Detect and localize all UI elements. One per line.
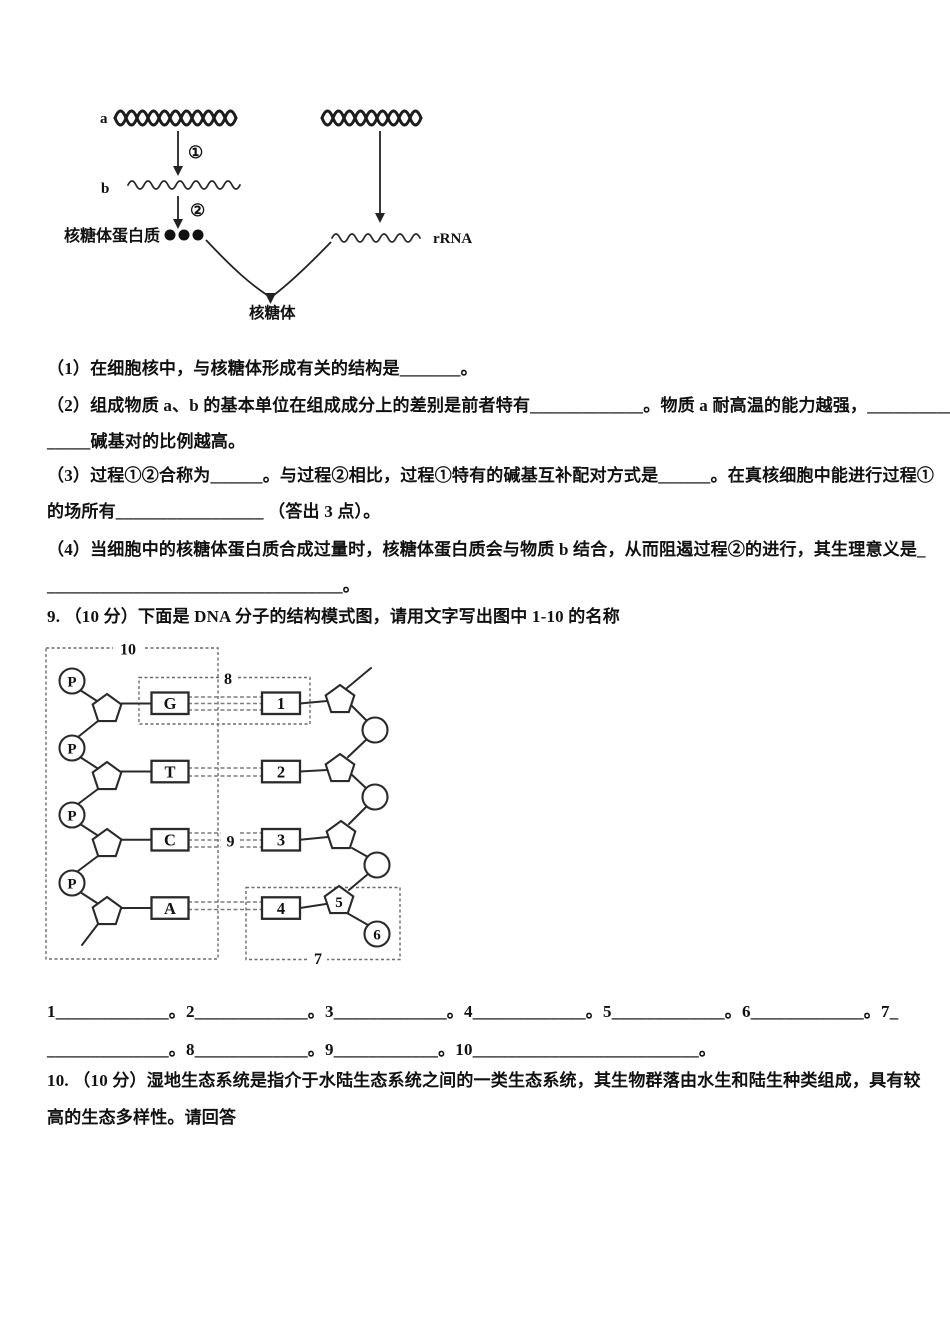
ribosome-synthesis-diagram: a b ① ② 核糖体蛋白质 rRNA (64, 109, 472, 322)
q8-sub4-line2: __________________________________。 (47, 576, 360, 595)
rrna-wave (331, 233, 421, 243)
dna-structure-diagram: P P P P 5 6 (45, 640, 401, 968)
region-labels: 10 8 9 7 (113, 640, 327, 968)
svg-text:T: T (164, 762, 175, 781)
rrna-transcription-arrow (375, 131, 385, 223)
svg-text:P: P (67, 809, 76, 825)
label-7: 7 (314, 951, 322, 968)
q8-sub3-line2: 的场所有_________________ （答出 3 点）。 (47, 502, 381, 521)
svg-text:1: 1 (277, 694, 285, 713)
process-1-arrow (173, 131, 183, 176)
svg-text:3: 3 (277, 831, 285, 850)
label-8: 8 (224, 671, 232, 688)
q9-answer-blanks-line1: 1_____________。2_____________。3_________… (47, 1002, 899, 1021)
q8-sub1: （1）在细胞核中，与核糖体形成有关的结构是_______。 (47, 359, 478, 378)
dna-helix-left (113, 109, 238, 127)
protein-dots-icon (164, 229, 204, 241)
q9-title: 9. （10 分）下面是 DNA 分子的结构模式图，请用文字写出图中 1-10 … (47, 607, 620, 626)
svg-text:P: P (67, 877, 76, 893)
right-base-boxes: 1 2 3 4 (260, 691, 302, 920)
svg-text:P: P (67, 742, 76, 758)
process-2-label: ② (190, 201, 205, 220)
dna-helix-right (320, 109, 423, 127)
svg-text:C: C (164, 831, 176, 850)
svg-text:2: 2 (277, 762, 285, 781)
left-phosphates: P P P P (58, 667, 86, 897)
q10-line2: 高的生态多样性。请回答 (47, 1108, 237, 1127)
right-phosphates: 6 (361, 716, 391, 948)
hydrogen-bonds (188, 696, 262, 911)
label-10: 10 (120, 642, 136, 659)
right-sugars: 5 (323, 683, 357, 915)
label-b: b (101, 181, 109, 197)
q8-sub2-line1: （2）组成物质 a、b 的基本单位在组成成分上的差别是前者特有_________… (47, 396, 950, 415)
rrna-label: rRNA (433, 231, 472, 247)
right-backbone-links (299, 667, 372, 926)
q8-sub3-line1: （3）过程①②合称为______。与过程②相比，过程①特有的碱基互补配对方式是_… (47, 466, 935, 485)
label-6: 6 (373, 928, 381, 944)
process-2-arrow (173, 196, 183, 229)
svg-text:P: P (67, 675, 76, 691)
left-sugars (91, 692, 123, 926)
label-5: 5 (335, 895, 343, 911)
left-backbone-links (77, 689, 152, 946)
left-base-boxes: G T C A (150, 691, 190, 920)
svg-text:G: G (164, 694, 177, 713)
q9-answer-blanks-line2: ______________。8_____________。9_________… (47, 1040, 717, 1059)
svg-text:4: 4 (277, 899, 285, 918)
region-10-box (45, 647, 219, 960)
svg-text:A: A (164, 899, 176, 918)
process-1-label: ① (188, 143, 203, 162)
ribosome-label: 核糖体 (249, 303, 296, 322)
q8-sub4-line1: （4）当细胞中的核糖体蛋白质合成过量时，核糖体蛋白质会与物质 b 结合，从而阻遏… (47, 540, 926, 559)
q8-sub2-line2: _____碱基对的比例越高。 (47, 432, 246, 451)
converge-arrows (205, 239, 332, 304)
q10-line1: 10. （10 分）湿地生态系统是指介于水陆生态系统之间的一类生态系统，其生物群… (47, 1071, 921, 1090)
ribosomal-protein-label: 核糖体蛋白质 (64, 226, 160, 245)
label-a: a (100, 111, 108, 127)
mrna-wave (127, 180, 241, 190)
label-9: 9 (227, 834, 235, 851)
